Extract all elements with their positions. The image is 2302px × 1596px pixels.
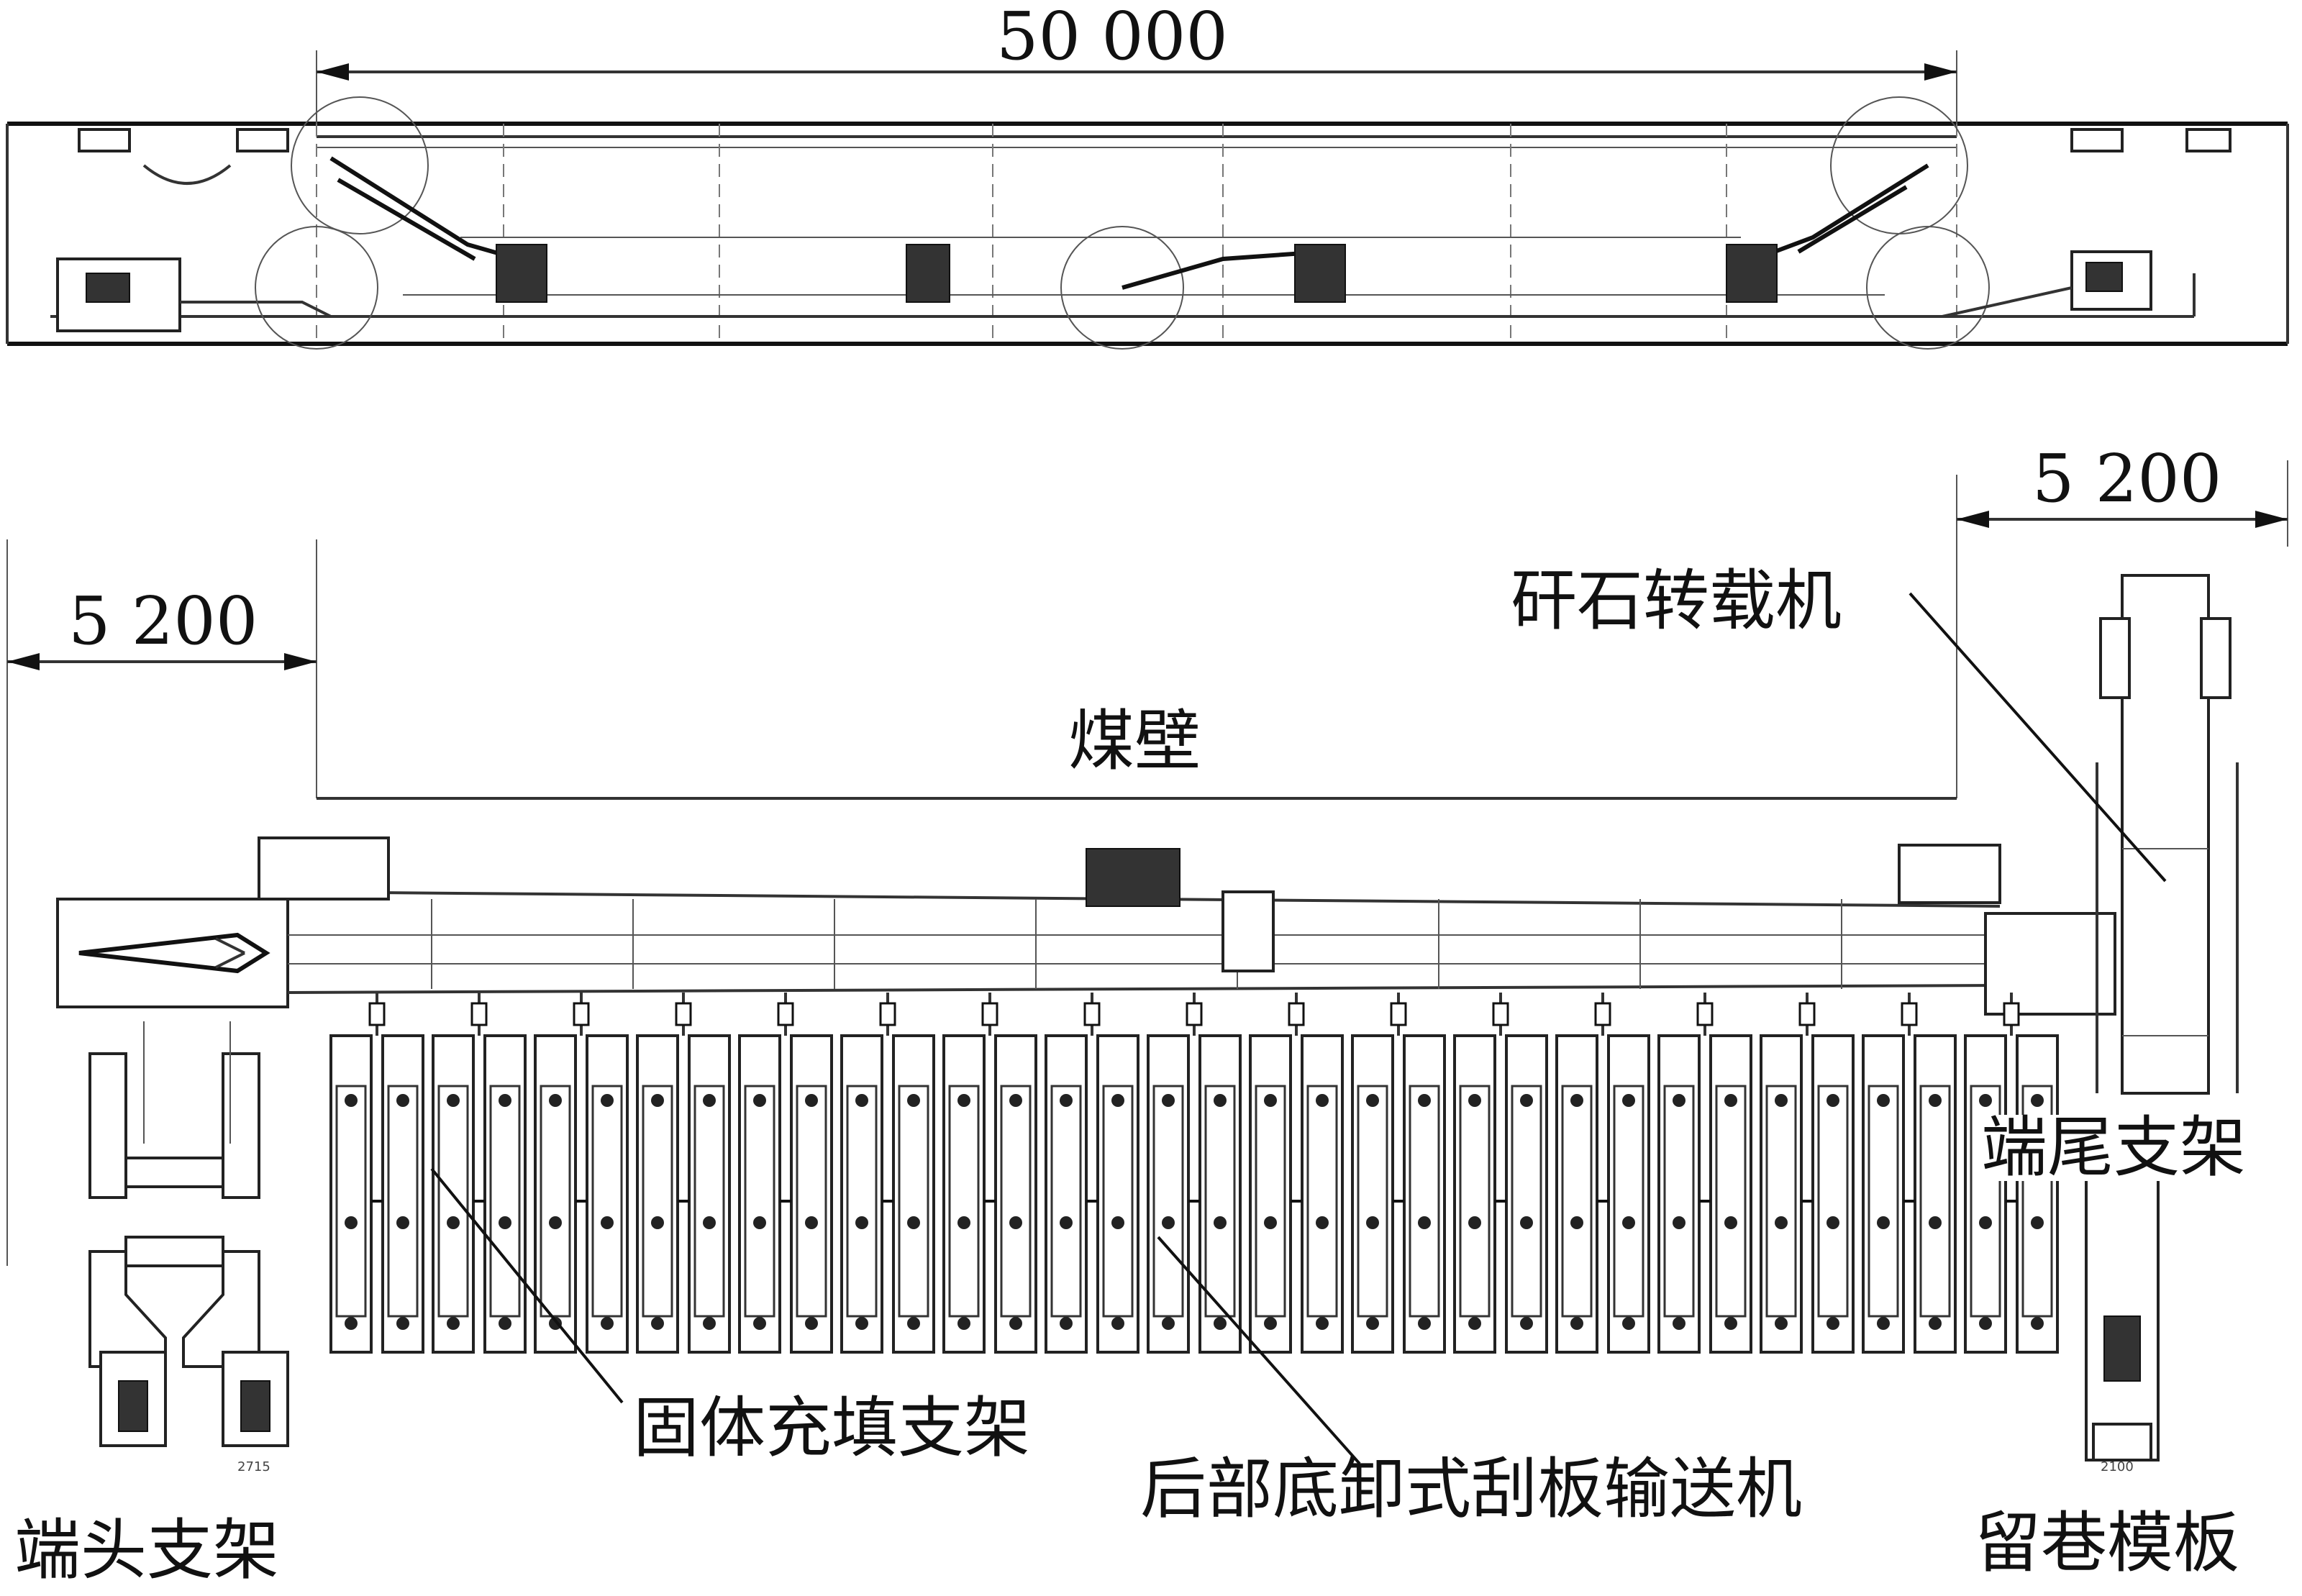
solid-fill-support-unit bbox=[329, 993, 424, 1354]
label-gangue-transfer: 矸石转载机 bbox=[1511, 562, 1842, 639]
dimension-right-5200 bbox=[1956, 460, 2288, 798]
small-mark-left: 2715 bbox=[237, 1459, 270, 1474]
solid-fill-support-unit bbox=[1351, 993, 1446, 1354]
dimension-right-width: 5 200 bbox=[2032, 440, 2222, 517]
dimension-total-length: 50 000 bbox=[996, 0, 1228, 75]
tail-support bbox=[2085, 1164, 2160, 1462]
solid-fill-support-unit bbox=[840, 993, 935, 1354]
solid-fill-support-unit bbox=[942, 993, 1037, 1354]
label-rear-conveyor: 后部底卸式刮板输送机 bbox=[1140, 1451, 1803, 1528]
solid-fill-support-unit bbox=[636, 993, 731, 1354]
solid-fill-support-unit bbox=[1147, 993, 1242, 1354]
label-solid-fill-support: 固体充填支架 bbox=[633, 1390, 1031, 1467]
solid-fill-support-unit bbox=[1862, 993, 1957, 1354]
dimension-left-5200 bbox=[6, 539, 317, 1266]
solid-fill-support-unit bbox=[534, 993, 629, 1354]
side-elevation-view bbox=[6, 96, 2289, 350]
dimension-left-width: 5 200 bbox=[68, 583, 258, 660]
gangue-transfer-machine bbox=[2096, 574, 2239, 1095]
solid-fill-support-unit bbox=[1760, 993, 1855, 1354]
leader-lines bbox=[430, 592, 2167, 1465]
label-roadway-formwork: 留巷模板 bbox=[1975, 1505, 2240, 1582]
solid-fill-support-unit bbox=[1964, 993, 2059, 1354]
head-support bbox=[88, 1021, 289, 1447]
solid-fill-support-unit bbox=[432, 993, 527, 1354]
front-conveyor bbox=[56, 836, 2116, 1016]
solid-fill-support-unit bbox=[1453, 993, 1548, 1354]
solid-fill-supports bbox=[329, 993, 2059, 1354]
label-head-support: 端头支架 bbox=[14, 1512, 280, 1589]
solid-fill-support-unit bbox=[1555, 993, 1650, 1354]
label-coal-wall: 煤壁 bbox=[1068, 703, 1201, 780]
label-tail-support: 端尾支架 bbox=[1978, 1115, 2249, 1181]
solid-fill-support-unit bbox=[1045, 993, 1139, 1354]
solid-fill-support-unit bbox=[1249, 993, 1344, 1354]
dimension-50000 bbox=[316, 50, 1957, 124]
solid-fill-support-unit bbox=[738, 993, 833, 1354]
solid-fill-support-unit bbox=[1657, 993, 1752, 1354]
small-mark-right: 2100 bbox=[2101, 1459, 2134, 1474]
